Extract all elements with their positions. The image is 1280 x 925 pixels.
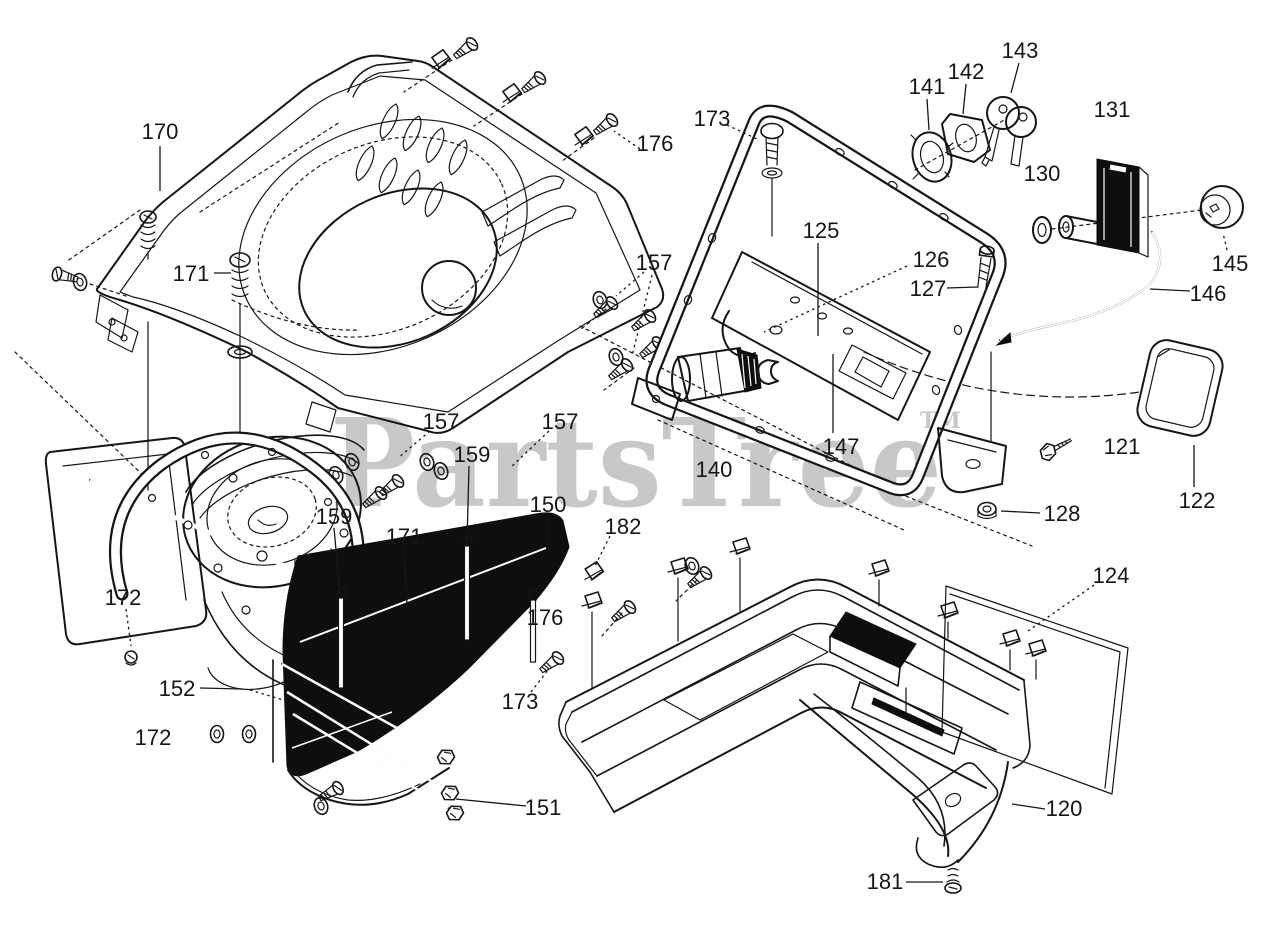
part-label-130-27: 130	[1024, 161, 1061, 186]
part-label-120-34: 120	[1046, 796, 1083, 821]
part-label-126-21: 126	[913, 247, 950, 272]
part-label-151-17: 151	[525, 795, 562, 820]
part-labels: 170 171 176 173 157 157 157 159 159 171 150 182 176 1…	[105, 38, 1249, 894]
leader-line-159-8	[466, 465, 470, 543]
part-label-181-35: 181	[867, 869, 904, 894]
part-label-127-22: 127	[910, 276, 947, 301]
part-label-152-16: 152	[159, 676, 196, 701]
part-label-128-32: 128	[1044, 501, 1081, 526]
part-label-170-0: 170	[142, 119, 179, 144]
part-label-146-29: 146	[1190, 281, 1227, 306]
part-label-141-23: 141	[909, 74, 946, 99]
leader-line-128-32	[1000, 510, 1041, 514]
leader-line-127-22	[946, 286, 979, 289]
leader-line-159-7	[333, 527, 341, 595]
leader-line-126-21	[763, 265, 908, 333]
part-label-171-9: 171	[386, 524, 423, 549]
leader-line-157-4	[631, 274, 653, 357]
leader-line-141-23	[926, 98, 930, 131]
part-label-131-26: 131	[1094, 97, 1131, 122]
part-label-121-30: 121	[1104, 434, 1141, 459]
leader-line-176-2	[613, 130, 641, 150]
part-label-142-24: 142	[948, 59, 985, 84]
part-label-157-5: 157	[423, 409, 460, 434]
part-label-124-33: 124	[1093, 563, 1130, 588]
discharge-chute	[272, 512, 570, 825]
part-label-159-7: 159	[316, 504, 353, 529]
handle-frame-assembly	[631, 96, 1244, 520]
part-label-159-8: 159	[454, 442, 491, 467]
part-label-145-28: 145	[1212, 251, 1249, 276]
part-label-171-1: 171	[173, 261, 210, 286]
top-cover-assembly	[50, 34, 667, 513]
leader-line-157-4	[615, 271, 645, 297]
rear-cover-assembly	[558, 537, 1129, 894]
leader-line-146-29	[1149, 288, 1191, 292]
part-label-176-12: 176	[527, 605, 564, 630]
part-label-172-14: 172	[105, 585, 142, 610]
leader-line-152-16	[249, 689, 291, 703]
leader-line-173-13	[530, 669, 549, 693]
leader-line-143-25	[1010, 62, 1020, 94]
part-label-150-10: 150	[530, 492, 567, 517]
part-label-147-19: 147	[823, 434, 860, 459]
part-label-157-4: 157	[636, 250, 673, 275]
part-label-173-13: 173	[502, 689, 539, 714]
construction-lines	[14, 59, 1203, 637]
leader-line-152-16	[199, 687, 244, 690]
part-label-176-2: 176	[637, 131, 674, 156]
leader-line-145-28	[1222, 232, 1228, 251]
part-label-140-18: 140	[696, 457, 733, 482]
part-label-157-6: 157	[542, 409, 579, 434]
leader-line-142-24	[962, 83, 967, 115]
leader-line-157-5	[397, 430, 431, 459]
part-label-172-15: 172	[135, 725, 172, 750]
leader-line-120-34	[1011, 803, 1046, 810]
part-label-122-31: 122	[1179, 488, 1216, 513]
part-label-173-3: 173	[694, 106, 731, 131]
part-label-125-20: 125	[803, 218, 840, 243]
part-label-143-25: 143	[1002, 38, 1039, 63]
leader-line-172-14	[125, 608, 132, 647]
part-label-182-11: 182	[605, 514, 642, 539]
leader-line-151-17	[455, 798, 527, 807]
leader-line-124-33	[1027, 584, 1095, 632]
leader-line-171-9	[403, 547, 408, 605]
